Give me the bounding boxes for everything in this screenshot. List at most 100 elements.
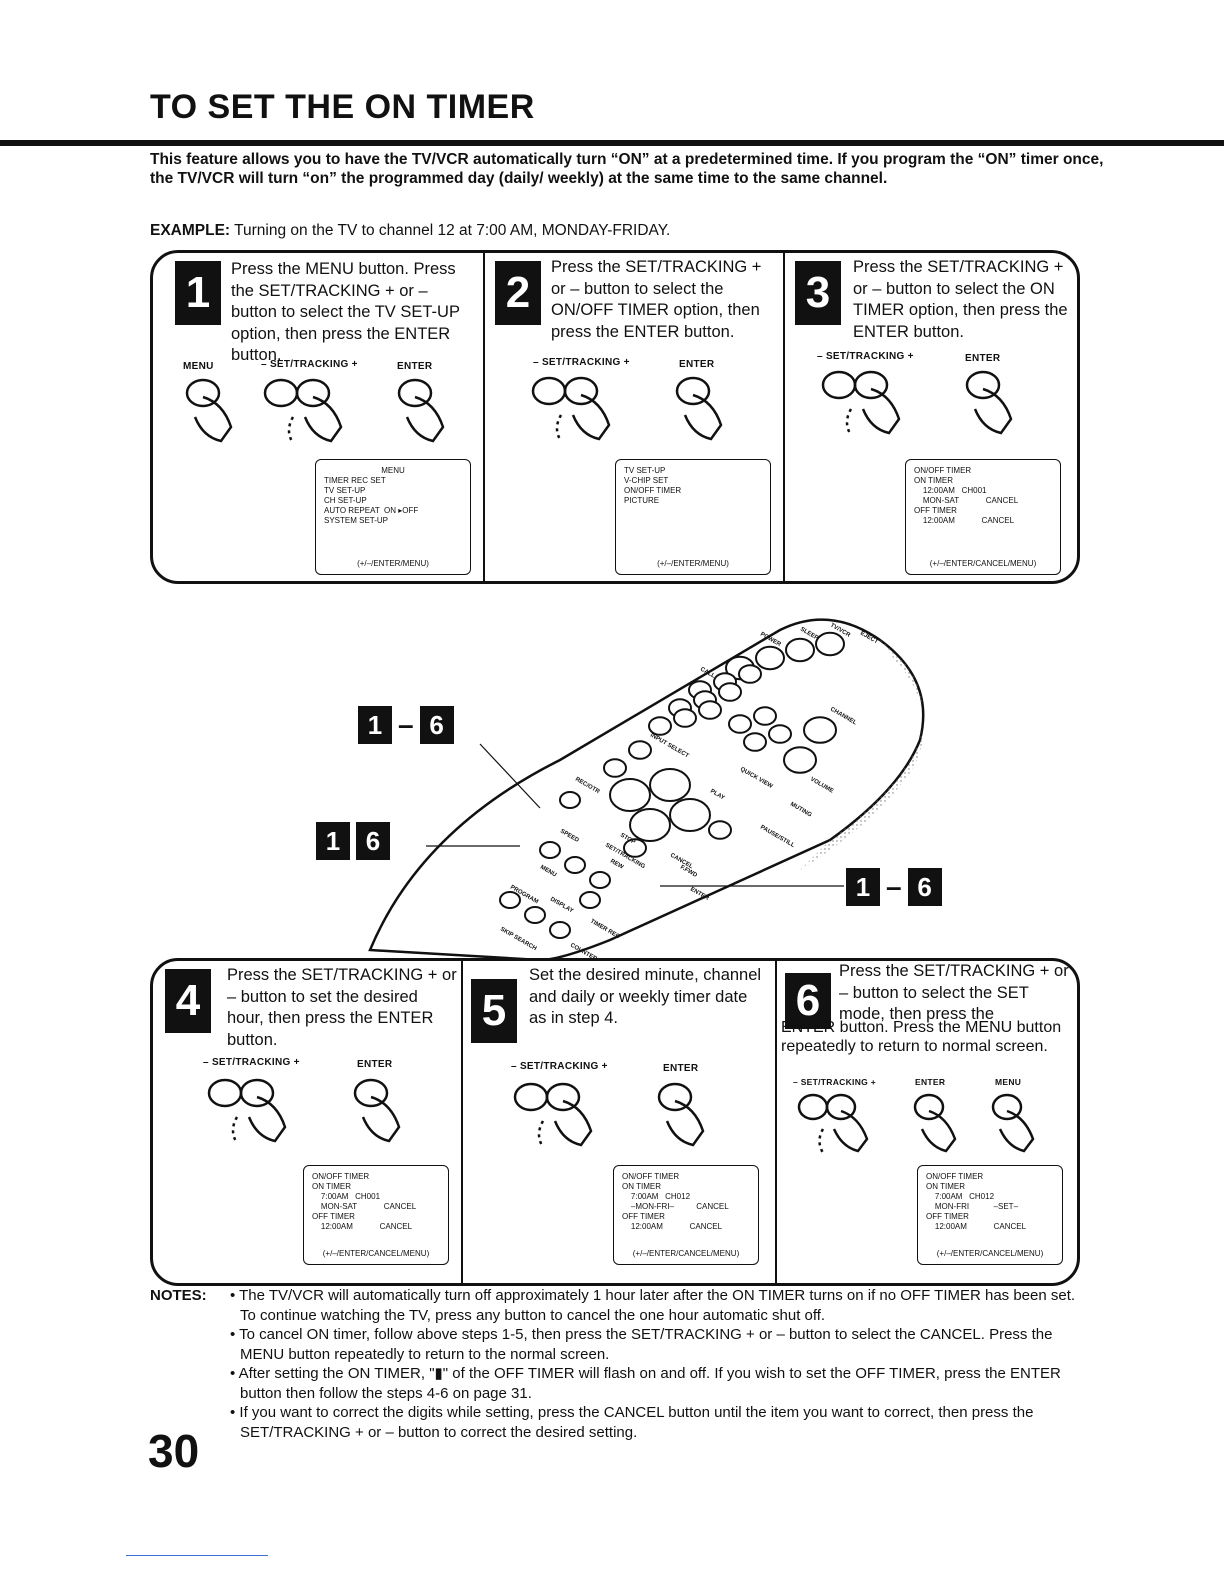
- remote-key: [564, 856, 586, 874]
- panel-divider: [483, 253, 485, 581]
- osd-line: ON/OFF TIMER: [622, 1172, 680, 1181]
- osd-line: ON TIMER: [622, 1182, 661, 1191]
- notes-section: NOTES: • The TV/VCR will automatically t…: [150, 1286, 1090, 1442]
- osd-line: PICTURE: [624, 496, 660, 505]
- button-press-hands-icon: [513, 1082, 705, 1148]
- osd-line: TV SET-UP: [324, 486, 366, 495]
- remote-key: [768, 724, 792, 744]
- callout-number: 1: [316, 822, 350, 860]
- osd-line: MON-FRI –SET–: [926, 1202, 1019, 1211]
- remote-key: [549, 921, 571, 939]
- step-6-text-a: Press the SET/TRACKING + or – button to …: [839, 962, 1069, 1023]
- remote-key: [673, 708, 697, 728]
- example-label: EXAMPLE:: [150, 222, 231, 239]
- settracking-button-label: – SET/TRACKING +: [793, 1077, 876, 1087]
- osd-line: MON-SAT CANCEL: [914, 496, 1019, 505]
- remote-key: [669, 798, 711, 832]
- osd-line: 12:00AM CANCEL: [926, 1222, 1027, 1231]
- osd-footer: (+/–/ENTER/MENU): [357, 559, 429, 568]
- remote-key: [743, 732, 767, 752]
- osd-line: ON/OFF TIMER: [914, 466, 972, 475]
- steps-panel-bottom: 4 Press the SET/TRACKING + or – button t…: [150, 958, 1080, 1286]
- remote-key: [629, 808, 671, 842]
- step-4-text: Press the SET/TRACKING + or – button to …: [227, 966, 457, 1049]
- remote-key: [648, 716, 672, 736]
- remote-key: [539, 841, 561, 859]
- osd-line: TV SET-UP: [624, 466, 666, 475]
- osd-line: MON-SAT CANCEL: [312, 1202, 417, 1211]
- step-2-text: Press the SET/TRACKING + or – button to …: [551, 258, 762, 341]
- page-number: 30: [148, 1425, 200, 1477]
- button-press-hands-icon: [531, 376, 723, 442]
- osd-footer: (+/–/ENTER/CANCEL/MENU): [632, 1249, 740, 1258]
- osd-line: 7:00AM CH012: [622, 1192, 691, 1201]
- remote-key: [579, 891, 601, 909]
- osd-line: CH SET-UP: [324, 496, 367, 505]
- enter-button-label: ENTER: [663, 1063, 699, 1074]
- osd-line: ON TIMER: [312, 1182, 351, 1191]
- step-number-5: 5: [471, 979, 517, 1043]
- remote-key: [785, 637, 815, 663]
- osd-footer: (+/–/ENTER/MENU): [657, 559, 729, 568]
- step-6-text-b: ENTER button. Press the MENU button repe…: [781, 1019, 1062, 1055]
- button-press-hands-icon: [185, 378, 445, 444]
- osd-line: AUTO REPEAT ON ▸OFF: [324, 506, 419, 515]
- osd-line: OFF TIMER: [926, 1212, 969, 1221]
- button-press-hands-icon: [207, 1078, 401, 1144]
- callout-leader-lines: [426, 743, 844, 887]
- note-item: • After setting the ON TIMER, "▮" of the…: [230, 1365, 1061, 1402]
- callout-1-6-right: 1 – 6: [846, 868, 942, 906]
- osd-line: 12:00AM CH001: [914, 486, 987, 495]
- callout-number: 6: [907, 868, 942, 906]
- remote-key: [628, 740, 652, 760]
- osd-screen-step-4: ON/OFF TIMER ON TIMER 7:00AM CH001 MON-S…: [303, 1165, 449, 1265]
- page-title: TO SET THE ON TIMER: [150, 88, 535, 126]
- settracking-button-label: – SET/TRACKING +: [533, 357, 630, 368]
- remote-key: [559, 791, 581, 809]
- step-number-1: 1: [175, 261, 221, 325]
- remote-key: [738, 664, 762, 684]
- note-item: • To cancel ON timer, follow above steps…: [230, 1326, 1053, 1363]
- callout-dash: –: [886, 871, 902, 902]
- osd-line: OFF TIMER: [622, 1212, 665, 1221]
- notes-label: NOTES:: [150, 1287, 207, 1304]
- osd-screen-step-6: ON/OFF TIMER ON TIMER 7:00AM CH012 MON-F…: [917, 1165, 1063, 1265]
- step-5-text: Set the desired minute, channel and dail…: [529, 966, 762, 1027]
- callout-1-6-left: 1 6: [316, 822, 390, 860]
- osd-screen-step-1: MENU TIMER REC SET TV SET-UP CH SET-UP A…: [315, 459, 471, 575]
- remote-key: [609, 778, 651, 812]
- remote-key: [803, 716, 837, 744]
- callout-1-6-upper: 1 – 6: [358, 706, 454, 744]
- menu-button-label: MENU: [183, 361, 214, 372]
- osd-line: –MON-FRI– CANCEL: [622, 1202, 729, 1211]
- remote-key: [524, 906, 546, 924]
- settracking-button-label: – SET/TRACKING +: [817, 351, 914, 362]
- osd-line: V-CHIP SET: [624, 476, 669, 485]
- osd-line: 12:00AM CANCEL: [914, 516, 1015, 525]
- osd-line: OFF TIMER: [312, 1212, 355, 1221]
- enter-button-label: ENTER: [915, 1077, 946, 1087]
- settracking-button-label: – SET/TRACKING +: [261, 359, 358, 370]
- osd-line: TIMER REC SET: [324, 476, 386, 485]
- step-3-text: Press the SET/TRACKING + or – button to …: [853, 258, 1068, 341]
- button-press-hands-icon: [797, 1093, 1035, 1154]
- panel-divider: [461, 961, 463, 1283]
- panel-divider: [775, 961, 777, 1283]
- step-number-6: 6: [785, 973, 831, 1029]
- example-text: Turning on the TV to channel 12 at 7:00 …: [230, 222, 671, 239]
- callout-number: 1: [846, 868, 880, 906]
- osd-line: MENU: [381, 466, 405, 475]
- osd-line: SYSTEM SET-UP: [324, 516, 389, 525]
- remote-key: [815, 631, 845, 657]
- remote-key: [623, 838, 647, 858]
- osd-line: ON/OFF TIMER: [312, 1172, 370, 1181]
- osd-line: 7:00AM CH001: [312, 1192, 381, 1201]
- note-item: • The TV/VCR will automatically turn off…: [230, 1287, 1076, 1324]
- footer-line: [126, 1555, 268, 1556]
- step-number-2: 2: [495, 261, 541, 325]
- osd-line: ON TIMER: [926, 1182, 965, 1191]
- panel-divider: [783, 253, 785, 581]
- remote-key: [755, 645, 785, 671]
- enter-button-label: ENTER: [357, 1059, 393, 1070]
